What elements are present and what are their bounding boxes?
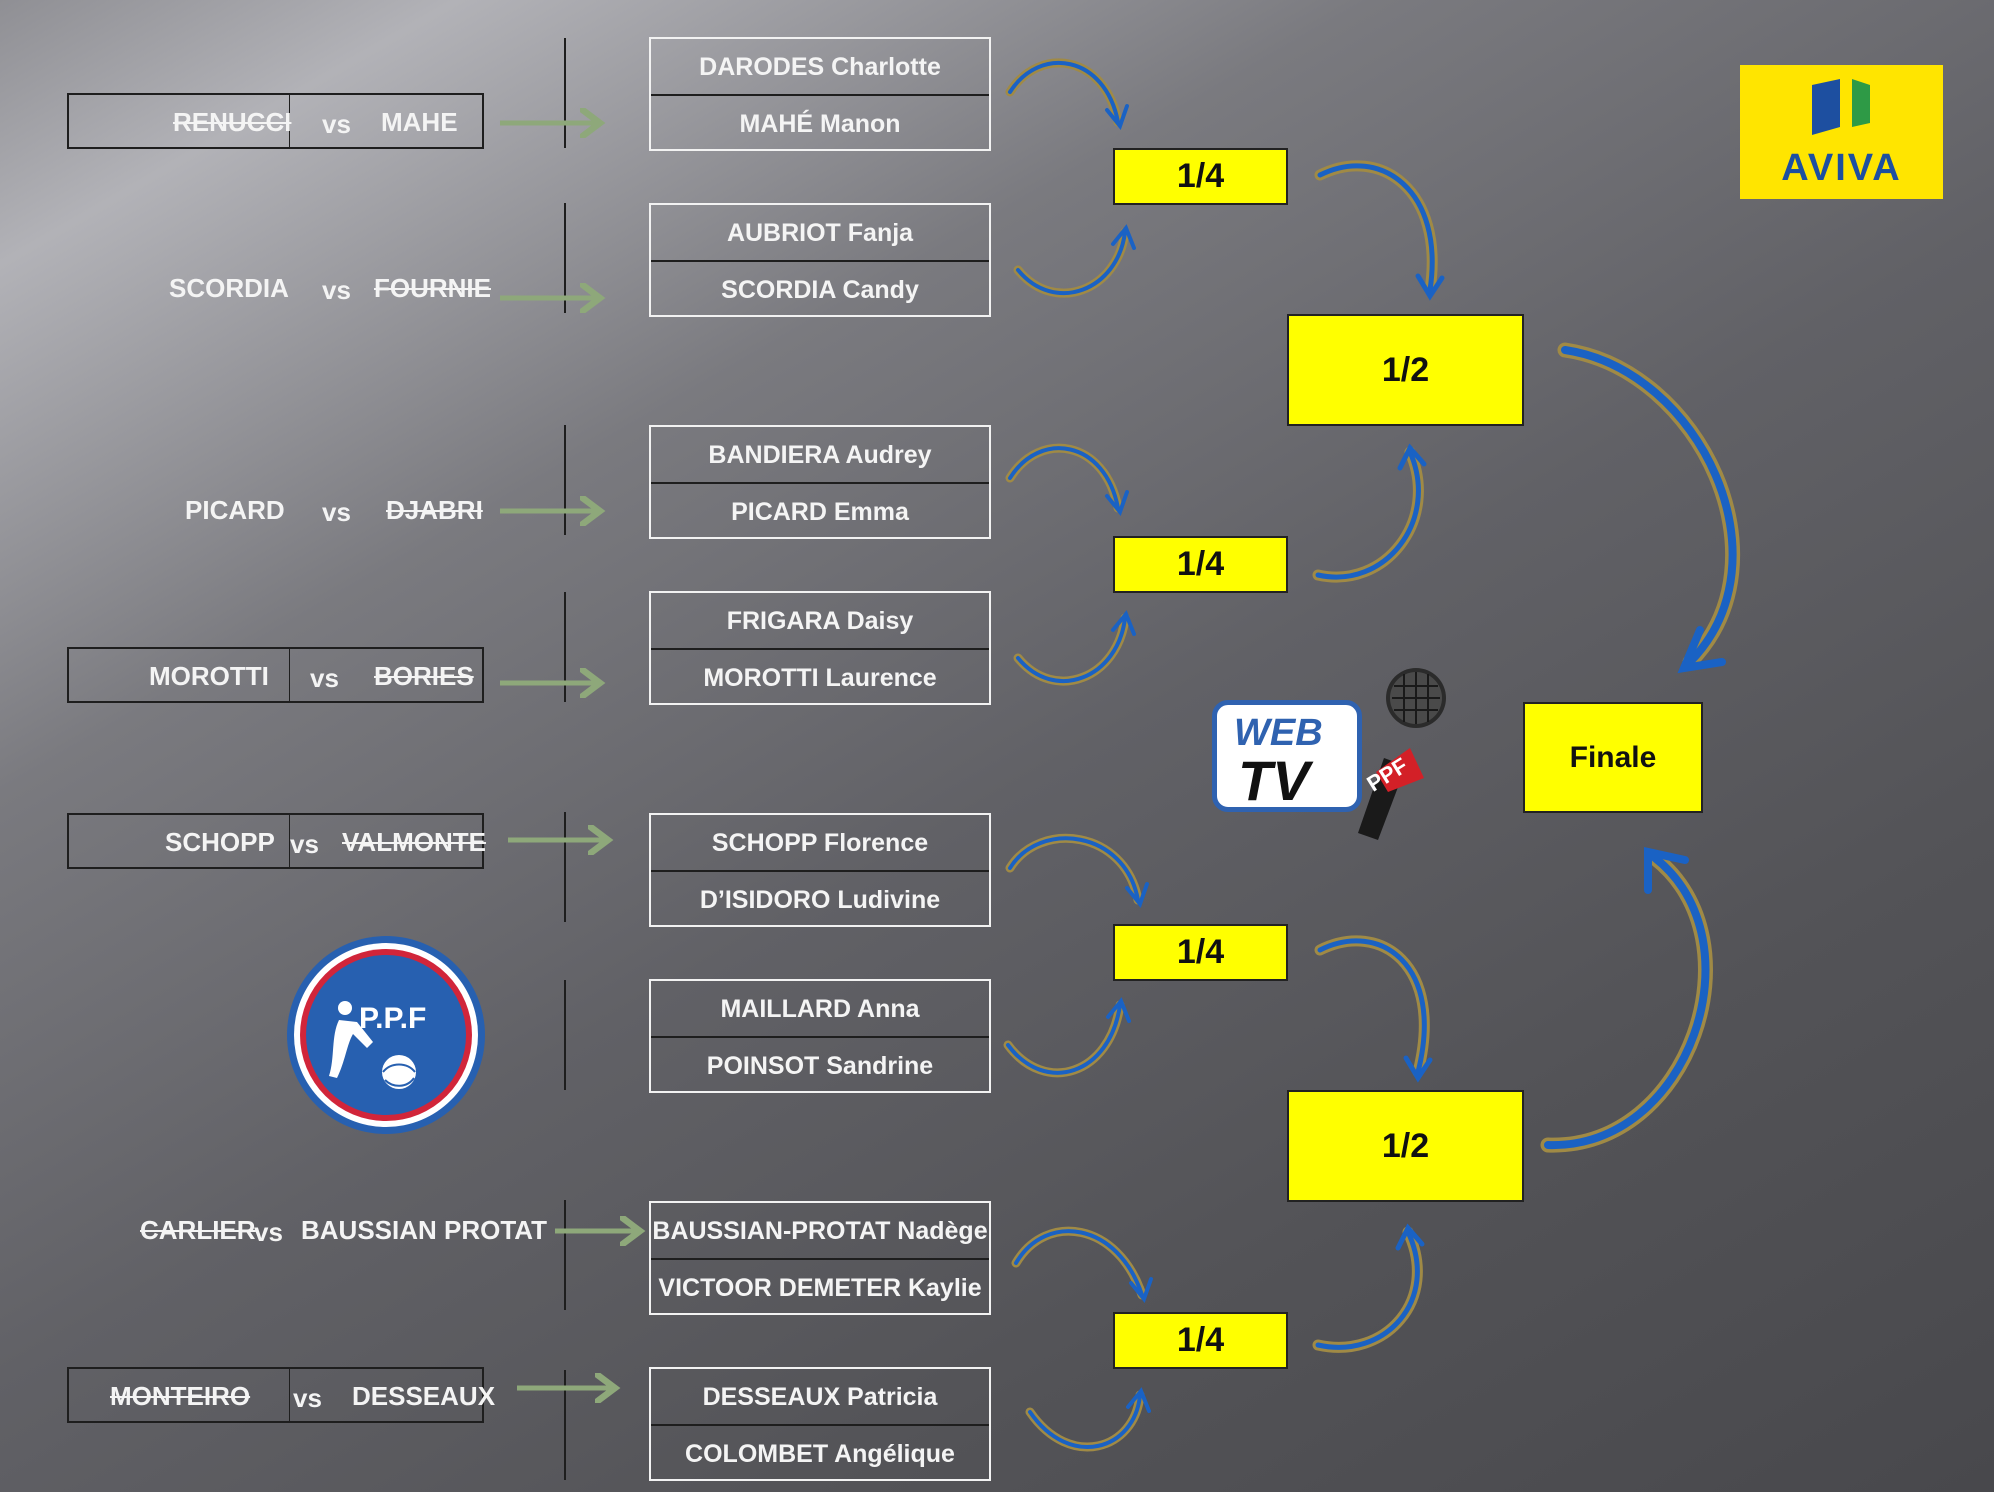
- match-6-right-player: BAUSSIAN PROTAT: [301, 1215, 548, 1245]
- match-5-left-player: SCHOPP: [165, 827, 275, 857]
- curved-arrow: [1013, 224, 1136, 298]
- pair-box-7: BAUSSIAN-PROTAT Nadège VICTOOR DEMETER K…: [649, 1201, 991, 1315]
- match-3-left-player: PICARD: [185, 495, 285, 525]
- match-5-vs: vs: [290, 829, 319, 859]
- webtv-logo: WEB TV PPF: [1210, 668, 1470, 848]
- curved-arrow: [1005, 443, 1129, 517]
- curved-arrow: [1005, 833, 1149, 909]
- match-6-left-player: CARLIER: [140, 1215, 256, 1245]
- match-2-right-player: FOURNIE: [374, 273, 491, 303]
- quarter-final-box-4: 1/4: [1113, 1312, 1288, 1369]
- pair-3-player-bottom: PICARD Emma: [731, 498, 909, 526]
- curved-arrow: [1025, 1387, 1151, 1452]
- match-3-right-player: DJABRI: [386, 495, 483, 525]
- curved-arrow: [1003, 997, 1131, 1078]
- pair-box-5: SCHOPP Florence D’ISIDORO Ludivine: [649, 813, 991, 927]
- bracket-line: [564, 592, 566, 702]
- webtv-web-text: WEB: [1234, 712, 1323, 754]
- match-3-vs: vs: [322, 497, 351, 527]
- pair-box-3: BANDIERA Audrey PICARD Emma: [649, 425, 991, 539]
- match-7-vs: vs: [293, 1383, 322, 1413]
- pair-7-player-top: BAUSSIAN-PROTAT Nadège: [652, 1217, 988, 1245]
- curved-arrow: [1540, 847, 1713, 1153]
- pair-4-player-bottom: MOROTTI Laurence: [703, 664, 937, 692]
- match-4-vs: vs: [310, 663, 339, 693]
- pair-box-6: MAILLARD Anna POINSOT Sandrine: [649, 979, 991, 1093]
- pair-5-player-bottom: D’ISIDORO Ludivine: [699, 886, 941, 914]
- pair-6-player-bottom: POINSOT Sandrine: [706, 1052, 934, 1080]
- curved-arrow: [1314, 160, 1445, 301]
- curved-arrow: [1312, 1223, 1425, 1353]
- match-1-right-player: MAHE: [381, 107, 458, 137]
- bracket-line: [564, 203, 566, 313]
- pair-2-player-bottom: SCORDIA Candy: [721, 276, 919, 304]
- first-round-match-4: [67, 647, 484, 703]
- microphone-icon: [1358, 668, 1446, 840]
- pair-6-player-top: MAILLARD Anna: [720, 995, 920, 1023]
- match-1-left-player: RENUCCI: [173, 107, 292, 137]
- match-2-left-player: SCORDIA: [169, 273, 289, 303]
- final-box: Finale: [1523, 702, 1703, 813]
- pair-box-4: FRIGARA Daisy MOROTTI Laurence: [649, 591, 991, 705]
- match-7-left-player: MONTEIRO: [110, 1381, 251, 1411]
- quarter-final-box-3: 1/4: [1113, 924, 1288, 981]
- bracket-line: [564, 1200, 566, 1310]
- match-6-vs: vs: [254, 1217, 283, 1247]
- curved-arrow: [1312, 443, 1427, 583]
- pair-8-player-bottom: COLOMBET Angélique: [685, 1440, 955, 1468]
- ppf-logo-text: P.P.F: [359, 1002, 427, 1035]
- match-4-right-player: BORIES: [374, 661, 474, 691]
- bracket-line: [564, 980, 566, 1090]
- curved-arrow: [1557, 342, 1741, 674]
- bracket-line: [564, 38, 566, 148]
- pair-2-player-top: AUBRIOT Fanja: [726, 219, 914, 247]
- quarter-final-box-1: 1/4: [1113, 148, 1288, 205]
- webtv-tv-text: TV: [1238, 749, 1310, 812]
- first-round-match-1: [67, 93, 484, 149]
- bracket-line: [564, 812, 566, 922]
- match-5-right-player: VALMONTE: [342, 827, 486, 857]
- aviva-logo: AVIVA: [1740, 65, 1943, 199]
- pair-box-1: DARODES Charlotte MAHÉ Manon: [649, 37, 991, 151]
- boules-player-icon: [329, 1001, 416, 1089]
- curved-arrow: [1314, 935, 1433, 1083]
- pair-5-player-top: SCHOPP Florence: [711, 829, 929, 857]
- first-round-match-7: [67, 1367, 484, 1423]
- bracket-line: [564, 1370, 566, 1480]
- pair-3-player-top: BANDIERA Audrey: [708, 441, 932, 469]
- curved-arrow: [1005, 58, 1129, 131]
- pair-8-player-top: DESSEAUX Patricia: [702, 1383, 938, 1411]
- pair-1-player-top: DARODES Charlotte: [699, 53, 941, 81]
- match-4-left-player: MOROTTI: [149, 661, 269, 691]
- semi-final-box-1: 1/2: [1287, 314, 1524, 426]
- pair-7-player-bottom: VICTOOR DEMETER Kaylie: [658, 1274, 982, 1302]
- pair-box-8: DESSEAUX Patricia COLOMBET Angélique: [649, 1367, 991, 1481]
- pair-box-2: AUBRIOT Fanja SCORDIA Candy: [649, 203, 991, 317]
- quarter-final-box-2: 1/4: [1113, 536, 1288, 593]
- first-round-match-5: [67, 813, 484, 869]
- match-7-right-player: DESSEAUX: [352, 1381, 496, 1411]
- ppf-logo: P.P.F: [287, 936, 485, 1134]
- aviva-logo-text: AVIVA: [1781, 147, 1902, 189]
- match-1-vs: vs: [322, 109, 351, 139]
- match-2-vs: vs: [322, 275, 351, 305]
- semi-final-box-2: 1/2: [1287, 1090, 1524, 1202]
- bracket-line: [564, 425, 566, 535]
- curved-arrow: [1013, 610, 1136, 686]
- pair-4-player-top: FRIGARA Daisy: [726, 607, 914, 635]
- curved-arrow: [1011, 1226, 1153, 1304]
- pair-1-player-bottom: MAHÉ Manon: [739, 110, 901, 138]
